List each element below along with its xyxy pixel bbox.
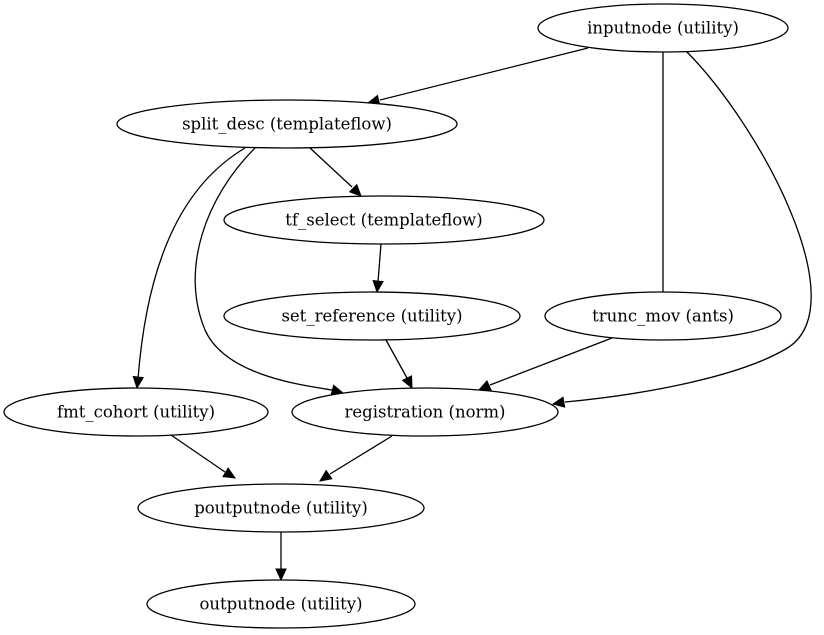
edge-split_desc-to-fmt_cohort	[132, 147, 246, 390]
edge-trunc_mov-to-registration	[477, 337, 613, 391]
edge-line	[564, 50, 812, 403]
edge-line	[377, 243, 382, 283]
node-inputnode: inputnode (utility)	[537, 3, 789, 53]
node-label: outputnode (utility)	[199, 595, 362, 614]
node-ellipse	[291, 387, 559, 437]
edge-line	[379, 47, 589, 101]
node-label: registration (norm)	[345, 403, 506, 422]
edge-line	[385, 339, 408, 379]
node-tf-select: tf_select (templateflow)	[223, 195, 545, 245]
arrowhead-icon	[348, 183, 362, 197]
node-fmt-cohort: fmt_cohort (utility)	[3, 387, 269, 437]
edge-inputnode-to-trunc_mov	[657, 52, 669, 304]
node-label: inputnode (utility)	[587, 19, 739, 38]
arrowhead-icon	[477, 379, 492, 391]
nodes-layer: inputnode (utility) split_desc (templatef…	[3, 3, 789, 629]
edge-inputnode-to-registration	[551, 50, 812, 408]
node-ellipse	[137, 483, 425, 533]
node-label: fmt_cohort (utility)	[57, 403, 215, 422]
edge-split_desc-to-registration	[194, 147, 345, 396]
edge-line	[137, 147, 246, 380]
node-trunc-mov: trunc_mov (ants)	[544, 291, 782, 341]
edge-tf_select-to-set_reference	[372, 243, 384, 294]
edge-line	[170, 434, 226, 473]
node-ellipse	[146, 579, 416, 629]
node-label: tf_select (templateflow)	[285, 211, 482, 230]
edge-line	[489, 337, 613, 386]
node-ellipse	[544, 291, 782, 341]
node-registration: registration (norm)	[291, 387, 559, 437]
arrowhead-icon	[132, 375, 145, 390]
node-poutputnode: poutputnode (utility)	[137, 483, 425, 533]
node-ellipse	[537, 3, 789, 53]
arrowhead-icon	[275, 568, 287, 582]
edge-split_desc-to-tf_select	[309, 147, 362, 197]
arrowhead-icon	[551, 396, 566, 408]
arrowhead-icon	[372, 279, 384, 294]
node-label: set_reference (utility)	[281, 307, 462, 326]
edge-registration-to-poutputnode	[319, 435, 393, 482]
edge-line	[329, 435, 393, 475]
arrowhead-icon	[319, 469, 333, 482]
edge-inputnode-to-split_desc	[366, 47, 589, 106]
node-label: poutputnode (utility)	[194, 499, 368, 518]
node-split-desc: split_desc (templateflow)	[116, 99, 458, 149]
arrowhead-icon	[401, 375, 413, 390]
node-ellipse	[116, 99, 458, 149]
edge-set_reference-to-registration	[385, 339, 413, 390]
node-label: trunc_mov (ants)	[592, 307, 734, 326]
node-ellipse	[223, 195, 545, 245]
node-label: split_desc (templateflow)	[182, 115, 392, 134]
edge-poutputnode-to-outputnode	[275, 532, 287, 582]
node-ellipse	[3, 387, 269, 437]
edge-fmt_cohort-to-poutputnode	[170, 434, 237, 479]
node-outputnode: outputnode (utility)	[146, 579, 416, 629]
arrowhead-icon	[222, 467, 237, 479]
edge-line	[194, 147, 333, 391]
node-set-reference: set_reference (utility)	[223, 291, 521, 341]
node-ellipse	[223, 291, 521, 341]
edge-line	[309, 147, 353, 188]
